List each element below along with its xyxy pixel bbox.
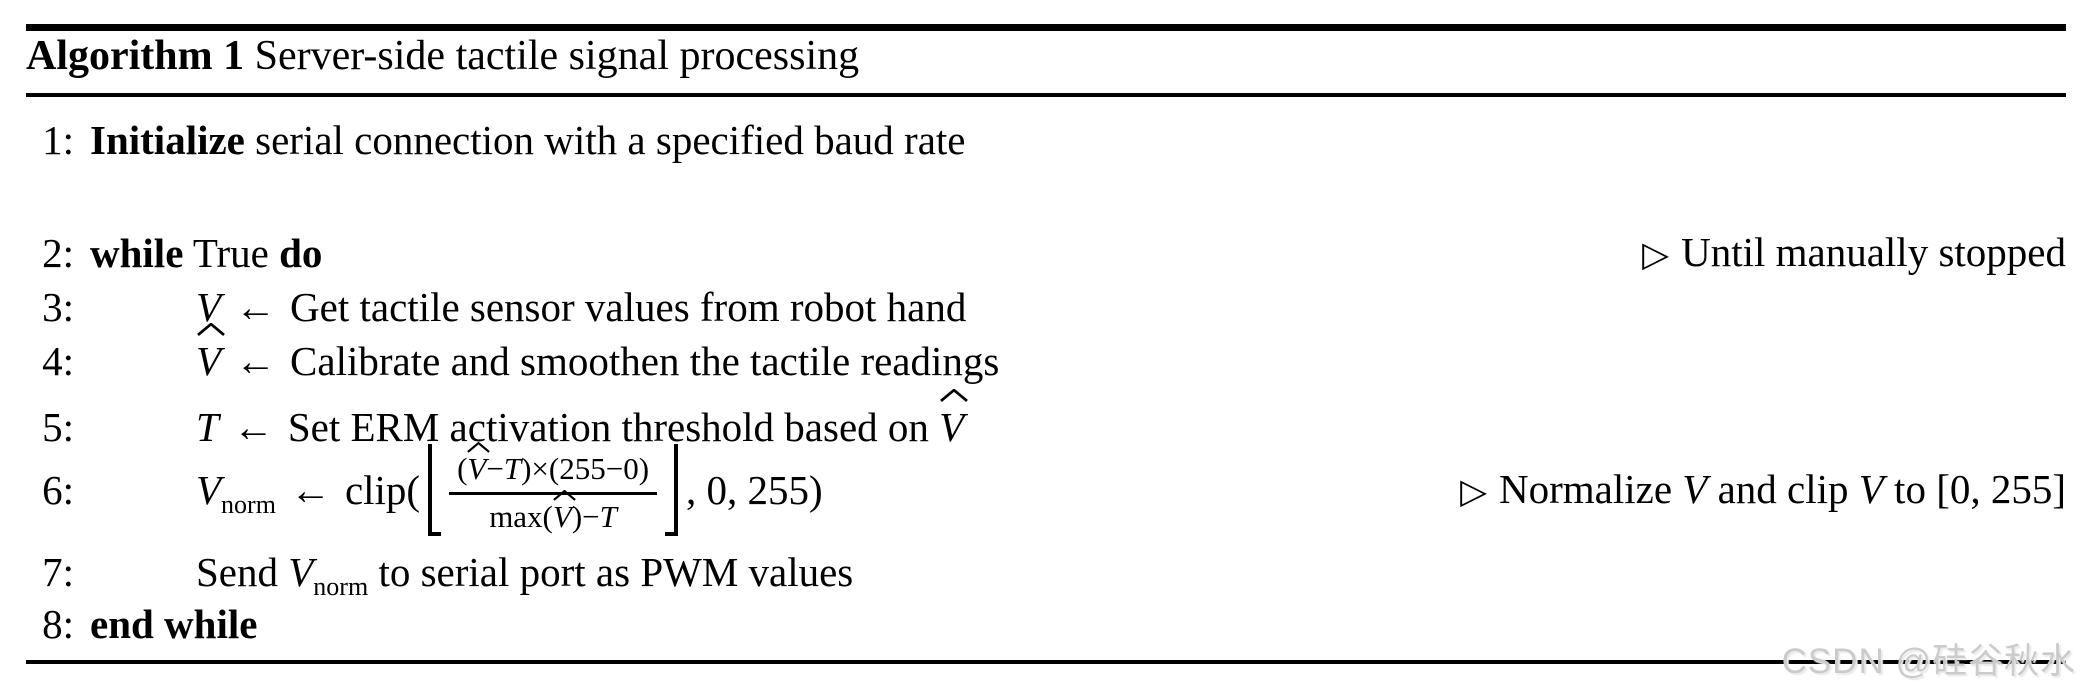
var-V-norm: V	[196, 467, 222, 513]
comment-text: to [0, 255]	[1883, 465, 2066, 512]
algorithm-title-text: Server-side tactile signal processing	[244, 33, 860, 79]
subscript-norm: norm	[221, 490, 276, 520]
line-6-comment: ▷ Normalize V and clip V to [0, 255]	[1460, 463, 2066, 518]
keyword-do: do	[279, 230, 323, 276]
hat-icon	[940, 389, 969, 402]
line-7-pre: Send	[196, 549, 289, 595]
comment-triangle-icon: ▷	[1642, 234, 1670, 275]
clip-function: clip(	[344, 467, 421, 513]
var-T: T	[196, 404, 219, 450]
algo-line-3: 3: V ← Get tactile sensor values from robo…	[26, 281, 2066, 333]
fraction-numerator: (V−T)×(255−0)	[449, 442, 658, 495]
assign-arrow: ←	[235, 284, 277, 330]
var-V: V	[1682, 465, 1708, 512]
algo-line-7: 7: Send Vnorm to serial port as PWM valu…	[26, 546, 2066, 602]
clip-args: , 0, 255)	[686, 467, 823, 513]
algo-line-6: 6: Vnorm ← clip( (V−T)×(255−0) max(V)−T …	[26, 442, 2066, 538]
comment-triangle-icon: ▷	[1460, 471, 1487, 512]
comment-text: Until manually stopped	[1681, 228, 2066, 275]
line-number: 6:	[42, 467, 74, 513]
line-4-text: Calibrate and smoothen the tactile readi…	[290, 338, 1000, 384]
line-2-comment: ▷ Until manually stopped	[1642, 226, 2066, 281]
hat-icon	[553, 490, 576, 501]
line-number: 1:	[42, 117, 74, 163]
algo-line-8: 8: end while	[26, 598, 2066, 650]
var-V-hat: V	[467, 442, 491, 488]
assign-arrow: ←	[232, 404, 274, 450]
algo-line-4: 4: V← Calibrate and smoothen the tactile …	[26, 323, 2066, 387]
line-1-text: serial connection with a specified baud …	[244, 117, 966, 163]
floor-bracket-right	[665, 444, 679, 536]
var-V-hat: V	[939, 389, 969, 453]
var-V-hat: V	[553, 490, 576, 536]
algorithm-bottom-rule	[26, 660, 2066, 664]
line-number: 8:	[42, 601, 74, 647]
line-number: 2:	[42, 230, 74, 276]
line-number: 7:	[42, 549, 74, 595]
line-7-text: to serial port as PWM values	[368, 549, 854, 595]
assign-arrow: ←	[235, 338, 277, 384]
var-V-hat: V	[196, 323, 225, 387]
var-V: V	[196, 284, 222, 330]
algo-line-5: 5: T ← Set ERM activation threshold based …	[26, 389, 2066, 453]
algorithm-top-rule	[26, 24, 2066, 31]
fraction: (V−T)×(255−0) max(V)−T	[449, 442, 658, 536]
while-condition: True	[183, 230, 280, 276]
subscript-norm: norm	[313, 572, 369, 602]
var-V: V	[1858, 465, 1884, 512]
var-T: T	[503, 451, 522, 486]
assign-arrow: ←	[289, 467, 331, 513]
algorithm-title: Algorithm 1 Server-side tactile signal p…	[26, 30, 859, 82]
algo-line-1: 1: Initialize serial connection with a s…	[26, 114, 2066, 166]
hat-icon	[197, 323, 225, 336]
algo-line-2: 2: while True do ▷ Until manually stopped	[26, 227, 2066, 279]
keyword-while: while	[90, 230, 184, 276]
keyword-initialize: Initialize	[90, 117, 245, 163]
var-T: T	[599, 499, 617, 534]
hat-icon	[467, 442, 491, 453]
algorithm-mid-rule	[26, 93, 2066, 97]
line-5-text: Set ERM activation threshold based on	[287, 404, 940, 450]
comment-text: and clip	[1707, 465, 1859, 512]
line-3-text: Get tactile sensor values from robot han…	[290, 284, 967, 330]
line-number: 5:	[42, 404, 74, 450]
algorithm-label: Algorithm 1	[26, 33, 245, 79]
fraction-denominator: max(V)−T	[489, 490, 617, 536]
comment-text: Normalize	[1498, 465, 1683, 512]
var-V-norm: V	[288, 549, 314, 595]
keyword-end-while: end while	[90, 601, 258, 647]
line-number: 4:	[42, 338, 74, 384]
line-number: 3:	[42, 284, 74, 330]
watermark: CSDN @硅谷秋水	[1781, 642, 2076, 681]
floor-bracket-left	[428, 444, 442, 536]
normalization-formula: Vnorm ← clip( (V−T)×(255−0) max(V)−T , 0…	[196, 442, 823, 536]
